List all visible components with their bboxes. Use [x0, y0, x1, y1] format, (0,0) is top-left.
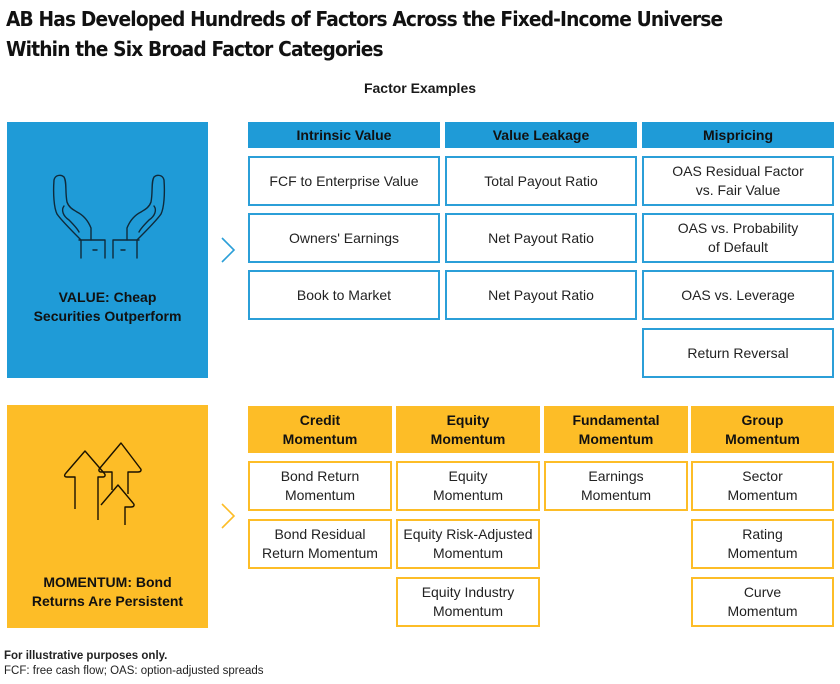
factor-cell: Owners' Earnings: [248, 213, 440, 263]
factor-cell: Bond Residual Return Momentum: [248, 519, 392, 569]
column-header-value-leakage: Value Leakage: [445, 122, 637, 148]
header-line2: Momentum: [282, 430, 358, 447]
value-label-line1: VALUE: Cheap: [58, 289, 157, 305]
factor-cell: OAS Residual Factor vs. Fair Value: [642, 156, 834, 206]
value-category-panel: VALUE: Cheap Securities Outperform: [7, 122, 208, 378]
factor-cell: FCF to Enterprise Value: [248, 156, 440, 206]
factor-cell: Net Payout Ratio: [445, 213, 637, 263]
factor-cell: Equity Industry Momentum: [396, 577, 540, 627]
momentum-category-panel: MOMENTUM: Bond Returns Are Persistent: [7, 405, 208, 628]
factor-cell: Equity Momentum: [396, 461, 540, 511]
momentum-label-line1: MOMENTUM: Bond: [43, 574, 172, 590]
momentum-label-line2: Returns Are Persistent: [31, 593, 184, 609]
header-line1: Credit: [299, 411, 341, 428]
momentum-category-label: MOMENTUM: Bond Returns Are Persistent: [7, 573, 208, 611]
chevron-right-icon: [221, 237, 236, 263]
header-line2: Momentum: [578, 430, 654, 447]
factor-cell: OAS vs. Probability of Default: [642, 213, 834, 263]
open-hands-icon: [52, 174, 166, 259]
factor-cell: Bond Return Momentum: [248, 461, 392, 511]
factor-cell: Sector Momentum: [691, 461, 834, 511]
chevron-right-icon: [221, 503, 236, 529]
factor-cell: Total Payout Ratio: [445, 156, 637, 206]
factor-examples-heading: Factor Examples: [363, 80, 477, 96]
factor-cell: Net Payout Ratio: [445, 270, 637, 320]
header-line1: Fundamental: [572, 411, 660, 428]
header-line2: Momentum: [430, 430, 506, 447]
page-title: AB Has Developed Hundreds of Factors Acr…: [6, 7, 723, 61]
header-line1: Group: [741, 411, 784, 428]
column-header-mispricing: Mispricing: [642, 122, 834, 148]
disclaimer-note: For illustrative purposes only.: [4, 650, 168, 662]
factor-cell: Book to Market: [248, 270, 440, 320]
rising-arrows-icon: [63, 442, 142, 525]
value-category-label: VALUE: Cheap Securities Outperform: [7, 288, 208, 326]
factor-cell: Equity Risk-Adjusted Momentum: [396, 519, 540, 569]
header-line1: Equity: [446, 411, 490, 428]
value-label-line2: Securities Outperform: [33, 308, 182, 324]
factor-cell: Curve Momentum: [691, 577, 834, 627]
header-line2: Momentum: [725, 430, 800, 447]
factor-cell: Return Reversal: [642, 328, 834, 378]
factor-cell: Rating Momentum: [691, 519, 834, 569]
factor-cell: Earnings Momentum: [544, 461, 688, 511]
factor-cell: OAS vs. Leverage: [642, 270, 834, 320]
abbreviations-note: FCF: free cash flow; OAS: option-adjuste…: [4, 665, 264, 677]
column-header-intrinsic-value: Intrinsic Value: [248, 122, 440, 148]
